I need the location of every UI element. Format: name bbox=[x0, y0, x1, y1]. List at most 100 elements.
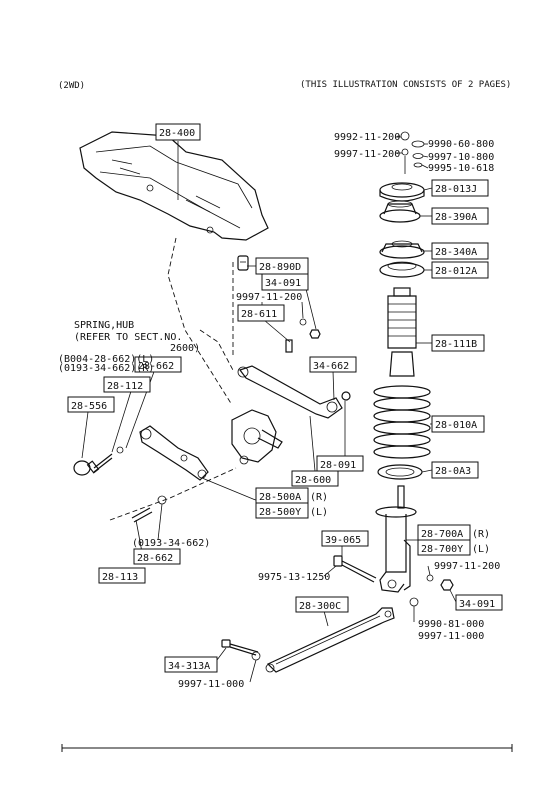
bolt-bushing-drawing bbox=[73, 446, 124, 476]
label-9997-10-800: 9997-10-800 bbox=[428, 152, 494, 163]
label-9990-81-000: 9990-81-000 bbox=[418, 619, 484, 630]
callout-34-091-lower[interactable]: 34-091 bbox=[455, 594, 503, 611]
callout-28-700A[interactable]: 28-700A (R) bbox=[417, 524, 490, 541]
callout-28-111B[interactable]: 28-111B bbox=[431, 334, 485, 352]
callout-text: 28-400 bbox=[159, 128, 195, 139]
callout-text: 28-091 bbox=[320, 460, 356, 471]
mount-bushing-drawing bbox=[237, 255, 249, 271]
callout-text: 28-890D bbox=[259, 262, 301, 273]
label-9997-11-000-left: 9997-11-000 bbox=[178, 679, 244, 690]
washer-connectors bbox=[396, 136, 429, 169]
callout-text: 39-065 bbox=[325, 535, 361, 546]
callout-text: 34-091 bbox=[459, 599, 495, 610]
callout-text: 28-662 bbox=[137, 553, 173, 564]
callout-28-556[interactable]: 28-556 bbox=[67, 396, 115, 413]
leader-lines bbox=[81, 135, 457, 683]
callout-text: 28-611 bbox=[241, 309, 277, 320]
callout-text: 28-600 bbox=[295, 475, 331, 486]
bump-stopper-drawing bbox=[387, 287, 417, 377]
spring-insulator-drawing bbox=[379, 261, 425, 278]
small-fasteners-drawing bbox=[285, 318, 321, 353]
callout-28-600[interactable]: 28-600 bbox=[291, 470, 339, 487]
callout-text: 28-700A bbox=[421, 529, 463, 540]
callout-28-611[interactable]: 28-611 bbox=[237, 304, 285, 322]
shock-nuts-drawing bbox=[409, 574, 454, 607]
callout-text: 34-091 bbox=[265, 278, 301, 289]
callout-28-340A[interactable]: 28-340A bbox=[431, 242, 489, 260]
callout-text: 28-300C bbox=[299, 601, 341, 612]
callout-34-662[interactable]: 34-662 bbox=[309, 356, 357, 373]
callout-side: (L) bbox=[310, 507, 328, 518]
guide-lines bbox=[109, 237, 237, 521]
callout-text: 34-662 bbox=[313, 361, 349, 372]
callout-text: 28-390A bbox=[435, 212, 477, 223]
mount-rubber-drawing bbox=[379, 200, 421, 223]
label-note-0193-r: (0193-34-662)(R) bbox=[58, 363, 154, 374]
callout-text: 28-0A3 bbox=[435, 466, 471, 477]
callout-side: (R) bbox=[472, 529, 490, 540]
callout-text: 28-500Y bbox=[259, 507, 301, 518]
label-9975-13-1250: 9975-13-1250 bbox=[258, 572, 330, 583]
top-mount-drawing bbox=[379, 182, 425, 202]
callout-text: 28-013J bbox=[435, 184, 477, 195]
label-9997-11-200-top: 9997-11-200 bbox=[334, 149, 400, 160]
label-9992-11-200: 9992-11-200 bbox=[334, 132, 400, 143]
top-mount-washers-drawing bbox=[400, 131, 425, 174]
callout-28-013J[interactable]: 28-013J bbox=[431, 179, 489, 197]
callout-text: 28-111B bbox=[435, 339, 477, 350]
callout-text: 28-662 bbox=[138, 361, 174, 372]
label-9995-10-618: 9995-10-618 bbox=[428, 163, 494, 174]
bolt-34-313A-drawing bbox=[221, 639, 261, 661]
callout-34-313A[interactable]: 34-313A bbox=[164, 656, 218, 673]
callout-28-300C[interactable]: 28-300C bbox=[295, 596, 349, 613]
label-spring-hub-3: 2600) bbox=[170, 343, 200, 354]
callout-text: 28-112 bbox=[107, 381, 143, 392]
label-note-0193: (0193-34-662) bbox=[132, 538, 210, 549]
crossmember-drawing bbox=[79, 131, 269, 241]
callout-text: 28-113 bbox=[102, 572, 138, 583]
callout-side: (L) bbox=[472, 544, 490, 555]
callout-text: 28-700Y bbox=[421, 544, 463, 555]
callout-28-091[interactable]: 28-091 bbox=[316, 455, 364, 472]
bolt-28-113-drawing bbox=[131, 495, 167, 523]
callout-28-010A[interactable]: 28-010A bbox=[431, 415, 485, 433]
label-9997-11-000-right: 9997-11-000 bbox=[418, 631, 484, 642]
callout-28-500Y[interactable]: 28-500Y (L) bbox=[255, 502, 328, 519]
callout-28-112[interactable]: 28-112 bbox=[103, 376, 151, 393]
callout-28-700Y[interactable]: 28-700Y (L) bbox=[417, 539, 490, 556]
callout-28-0A3[interactable]: 28-0A3 bbox=[431, 461, 479, 479]
callout-28-012A[interactable]: 28-012A bbox=[431, 261, 489, 279]
callout-28-890D[interactable]: 28-890D bbox=[255, 257, 309, 275]
header-left: (2WD) bbox=[58, 81, 85, 91]
label-9997-11-200-low: 9997-11-200 bbox=[434, 561, 500, 572]
callout-text: 28-012A bbox=[435, 266, 477, 277]
trailing-arm-drawing bbox=[265, 607, 395, 673]
bolt-39-065-drawing bbox=[333, 555, 377, 583]
label-spring-hub-2: (REFER TO SECT.NO. bbox=[74, 332, 182, 343]
callout-text: 28-500A bbox=[259, 492, 301, 503]
label-9997-11-200-mid: 9997-11-200 bbox=[236, 292, 302, 303]
callout-text: 28-340A bbox=[435, 247, 477, 258]
callout-28-500A[interactable]: 28-500A (R) bbox=[255, 487, 328, 504]
callout-28-662-lower[interactable]: 28-662 bbox=[133, 548, 181, 565]
lateral-link-drawing bbox=[237, 365, 351, 419]
hub-knuckle-drawing bbox=[231, 409, 283, 465]
callout-28-662-upper[interactable]: 28-662 bbox=[134, 356, 182, 373]
shock-absorber-drawing bbox=[375, 485, 417, 593]
trailing-link-drawing bbox=[139, 425, 209, 481]
callout-side: (R) bbox=[310, 492, 328, 503]
label-spring-hub-1: SPRING,HUB bbox=[74, 320, 134, 331]
lower-insulator-drawing bbox=[377, 464, 423, 480]
coil-spring-drawing bbox=[373, 385, 431, 459]
callout-39-065[interactable]: 39-065 bbox=[321, 530, 369, 547]
callout-34-091-upper[interactable]: 34-091 bbox=[261, 273, 309, 291]
callout-text: 34-313A bbox=[168, 661, 210, 672]
label-9990-60-800: 9990-60-800 bbox=[428, 139, 494, 150]
callout-text: 28-010A bbox=[435, 420, 477, 431]
header-right: (THIS ILLUSTRATION CONSISTS OF 2 PAGES) bbox=[300, 80, 511, 90]
callout-28-390A[interactable]: 28-390A bbox=[431, 207, 489, 225]
callout-28-400[interactable]: 28-400 bbox=[155, 123, 201, 141]
upper-seat-drawing bbox=[379, 240, 425, 259]
callout-28-113[interactable]: 28-113 bbox=[98, 567, 146, 584]
